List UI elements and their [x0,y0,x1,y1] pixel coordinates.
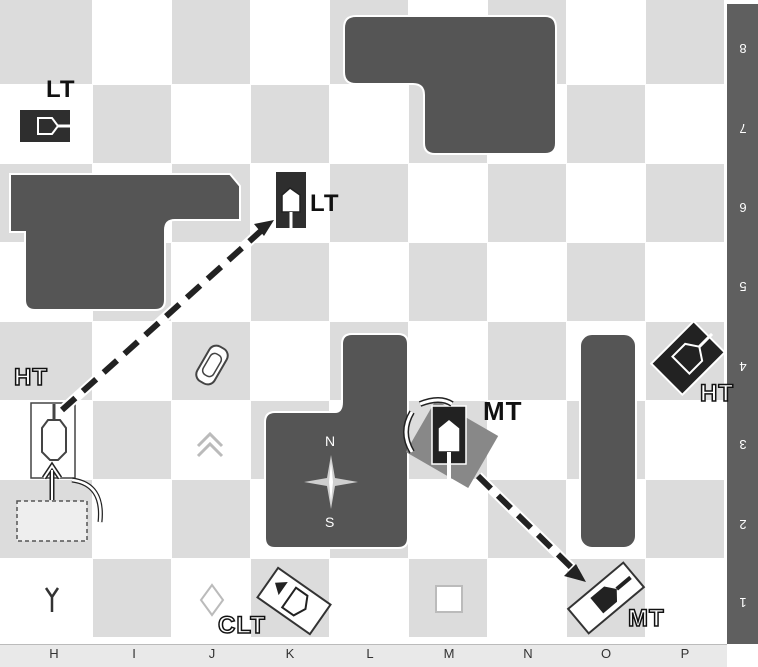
unit-label-mt-center: MT [483,396,523,427]
rank-label-1: 1 [728,590,758,610]
board-graphics: N S [0,0,727,644]
square-marker-icon [436,586,462,612]
file-label-m: M [409,646,489,661]
file-label-j: J [172,646,252,661]
chevron-up-icon [198,434,222,456]
file-label-o: O [566,646,646,661]
unit-label-lt-mid: LT [310,190,340,218]
diamond-marker-icon [201,585,223,615]
hover-craft-icon [193,343,230,388]
rank-label-7: 7 [728,116,758,136]
obstacle-top-right [344,16,556,154]
light-tank-icon-mid [276,172,306,228]
obstacle-left [10,174,240,310]
file-label-p: P [645,646,725,661]
command-light-tank-icon [257,568,330,634]
file-label-h: H [14,646,94,661]
unit-label-ht-left: HT [14,364,48,392]
rank-label-4: 4 [728,354,758,374]
rank-label-8: 8 [728,36,758,56]
move-arrow-mt-to-target [478,476,586,582]
file-label-l: L [330,646,410,661]
obstacle-right-column [580,334,636,548]
unit-label-lt-top: LT [46,76,76,104]
rank-label-5: 5 [728,274,758,294]
unit-label-ht-right: HT [700,380,734,408]
compass-north-label: N [325,433,335,449]
rank-label-3: 3 [728,432,758,452]
file-label-k: K [250,646,330,661]
compass-south-label: S [325,514,334,530]
ghost-previous-position [17,501,87,541]
light-tank-icon-top-left [20,110,80,142]
unit-label-clt: CLT [218,612,266,640]
obstacle-center [265,334,408,548]
unit-label-mt-target: MT [628,605,665,633]
file-label-n: N [488,646,568,661]
rank-label-2: 2 [728,512,758,532]
rank-label-6: 6 [728,195,758,215]
antenna-icon [46,588,58,612]
file-label-i: I [94,646,174,661]
rank-label-bar [727,4,758,644]
